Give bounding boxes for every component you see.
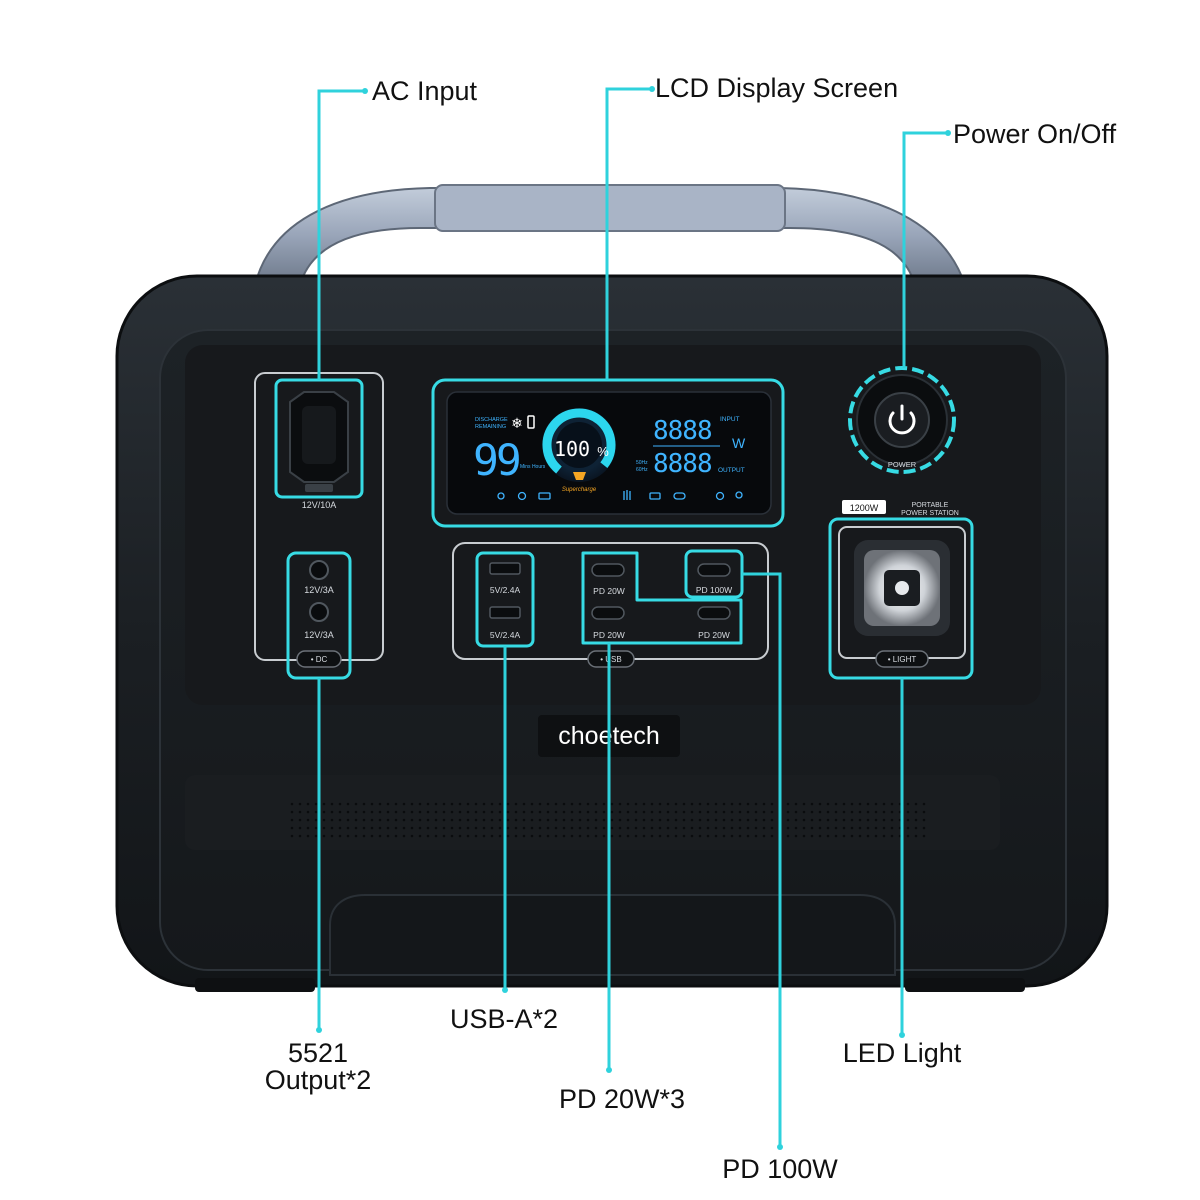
battery-icon [527,415,535,429]
light-panel: 1200W PORTABLE POWER STATION • LIGHT [828,500,974,680]
pd100-leader [742,572,782,1147]
usb-c-port-1-label: PD 20W [593,586,625,596]
dc-port-1[interactable] [309,560,329,580]
power-label: POWER [888,460,917,469]
lcd-display-callout: LCD Display Screen [655,73,899,103]
usb-c-port-1[interactable] [591,563,625,577]
capacity-badge [842,500,886,514]
usb-a-status-icon [649,492,661,500]
power-leader [902,131,948,368]
lcd-time-units: Mins Hours [520,464,546,470]
carry-handle [253,184,967,286]
usb-c-status-icon [673,492,686,500]
usb-a-port-1-label: 5V/2.4A [490,585,521,595]
lcd-freq-60: 60Hz [636,467,648,473]
lcd-supercharge: Supercharge [562,487,597,493]
light-button[interactable]: • LIGHT [875,650,929,668]
lcd-battery-digits: 99 [473,436,519,486]
dc-output-callout-line1: 5521 [287,1038,349,1068]
usb-panel: 5V/2.4A 5V/2.4A PD 20W PD 100W PD 20W PD… [452,542,769,668]
ac-input-leader [317,89,365,380]
usb-c-port-3-label: PD 20W [593,630,625,640]
dc-port-1-label: 12V/3A [304,585,334,595]
fan-icon [715,491,725,501]
lcd-percent-sign: % [597,444,609,459]
power-onoff-callout: Power On/Off [953,119,1117,149]
bluetooth-icon [497,492,505,500]
lcd-remaining: REMAINING [475,424,506,430]
lcd-display: DISCHARGE REMAINING ❄ 99 Mins Hours 100 … [431,378,785,528]
hand-icon [623,490,631,500]
dc-port-2[interactable] [309,602,329,622]
lcd-input-label: INPUT [720,416,740,423]
power-button[interactable]: POWER [848,366,956,474]
ac-socket-label: 12V/10A [302,500,337,510]
lcd-freq-50: 50Hz [636,460,648,466]
usb-a-port-1[interactable] [489,562,521,575]
light-icon [735,491,743,499]
usb-button[interactable]: • USB [587,650,635,668]
lcd-status-icons [497,490,743,501]
ac-input-callout: AC Input [372,76,478,106]
lcd-leader [605,87,652,380]
power-icon [888,404,916,435]
usb-c-port-4-label: PD 20W [698,630,730,640]
pd100-callout: PD 100W [722,1154,838,1184]
dc-button-label: • DC [311,655,328,664]
product-name-1: PORTABLE [912,502,949,509]
lcd-output-label: OUTPUT [718,467,745,474]
ac-socket[interactable] [289,391,349,492]
supercharge-icon [573,472,586,480]
lcd-output-digits: 8888 [653,449,712,479]
capacity-badge-text: 1200W [850,503,879,513]
led-lamp [854,540,950,636]
pd20-callout: PD 20W*3 [558,1084,686,1114]
dc-button[interactable]: • DC [296,650,342,668]
usb-a-port-2-label: 5V/2.4A [490,630,521,640]
led-light-callout: LED Light [842,1038,962,1068]
lcd-percent: 100 [554,437,590,461]
usb-c-port-4[interactable] [697,606,731,620]
usb-c-port-2[interactable] [697,563,731,577]
settings-icon [517,491,527,501]
usb-c-port-2-label: PD 100W [696,585,732,595]
product-name-2: POWER STATION [901,510,959,517]
callout-dots [316,86,951,1150]
lcd-watts: W [732,435,746,451]
ac-panel: 12V/10A 12V/3A 12V/3A • DC [254,372,384,680]
callout-lines [317,87,948,1147]
snowflake-icon: ❄ [511,416,523,432]
dc-output-callout-line2: Output*2 [264,1065,372,1095]
lcd-percent-ring: 100 % Supercharge [542,408,616,493]
lcd-discharge: DISCHARGE [475,417,508,423]
usb-a-callout: USB-A*2 [449,1004,559,1034]
dc-port-2-label: 12V/3A [304,630,334,640]
usb-a-port-2[interactable] [489,606,521,619]
usb-button-label: • USB [600,655,621,664]
usb-c-port-3[interactable] [591,606,625,620]
car-icon [538,492,551,500]
light-button-label: • LIGHT [888,655,917,664]
lcd-input-digits: 8888 [653,416,712,446]
